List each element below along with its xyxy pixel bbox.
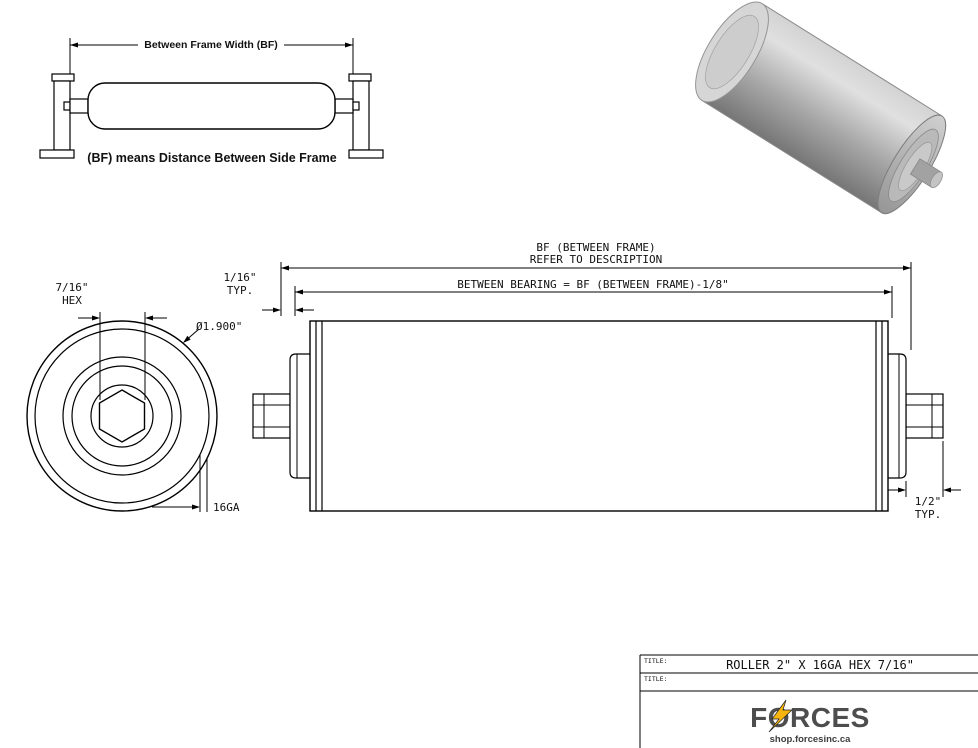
arrowhead (943, 487, 951, 493)
hex-size-label: 7/16" (55, 281, 88, 294)
frame-top-flange (51, 73, 75, 82)
tube-inner-circle (34, 328, 210, 504)
frame-web (352, 80, 370, 151)
arrowhead (884, 289, 892, 295)
arrowhead (295, 307, 303, 313)
frame-top-flange (348, 73, 372, 82)
bf-label-line1: BF (BETWEEN FRAME) (536, 241, 655, 254)
left-typ-callout: 1/16" TYP. (223, 271, 314, 313)
bearing-inner-circle (71, 365, 173, 467)
tube-outer-circle (26, 320, 218, 512)
frame-foot (348, 149, 384, 159)
roller-end-view: 7/16" HEX Ø1.900" 16GA (26, 281, 242, 514)
hex-dimension: 7/16" HEX (55, 281, 167, 400)
right-shaft (334, 98, 354, 114)
arrowhead (345, 42, 353, 48)
arrowhead (295, 289, 303, 295)
title-label-2: TITLE: (644, 675, 667, 683)
title-block: TITLE: TITLE: ROLLER 2" X 16GA HEX 7/16"… (639, 654, 978, 748)
tube-body (309, 320, 889, 512)
hex-word-label: HEX (62, 294, 82, 307)
left-shaft (69, 98, 89, 114)
arrowhead (273, 307, 281, 313)
arrowhead (70, 42, 78, 48)
left-shaft-tip (63, 101, 71, 111)
arrowhead (281, 265, 289, 271)
arrowhead (898, 487, 906, 493)
arrowhead (183, 335, 191, 343)
left-hex-shaft (252, 393, 291, 439)
right-side-frame (348, 73, 384, 159)
left-bearing-housing (289, 353, 310, 479)
left-typ-value: 1/16" (223, 271, 256, 284)
right-typ-word: TYP. (915, 508, 942, 521)
roller-side-view: BF (BETWEEN FRAME) REFER TO DESCRIPTION … (223, 241, 961, 521)
brand-website: shop.forcesinc.ca (770, 734, 851, 745)
brand-text: FORCES (750, 702, 870, 733)
frame-foot (39, 149, 75, 159)
inset-dimension-label: Between Frame Width (BF) (144, 39, 278, 51)
bf-label-line2: REFER TO DESCRIPTION (530, 253, 662, 266)
arrowhead (145, 315, 153, 321)
arrowhead (903, 265, 911, 271)
right-typ-value: 1/2" (915, 495, 942, 508)
lightning-bolt-icon (768, 699, 793, 733)
gauge-callout: 16GA (152, 455, 240, 514)
left-side-frame (39, 73, 75, 159)
forces-logo: FORCES (750, 699, 870, 733)
diameter-label: Ø1.900" (196, 320, 242, 333)
left-typ-word: TYP. (227, 284, 254, 297)
right-bearing-housing (888, 353, 907, 479)
arrowhead (192, 504, 200, 510)
arrowhead (92, 315, 100, 321)
render-shaft-end (929, 171, 943, 189)
roller-3d-render (695, 1, 947, 215)
bf-inset-diagram: Between Frame Width (BF) (BF) means Dist… (39, 38, 384, 165)
inset-caption: (BF) means Distance Between Side Frame (87, 151, 336, 165)
hex-bore (98, 389, 146, 443)
diameter-callout: Ø1.900" (183, 320, 242, 343)
title-label-1: TITLE: (644, 657, 667, 665)
drawing-title: ROLLER 2" X 16GA HEX 7/16" (726, 658, 914, 672)
right-shaft-tip (352, 101, 360, 111)
gauge-label: 16GA (213, 501, 240, 514)
bore-circle (90, 384, 154, 448)
between-bearing-dimension: BETWEEN BEARING = BF (BETWEEN FRAME)-1/8… (294, 278, 893, 318)
bf-dimension: BF (BETWEEN FRAME) REFER TO DESCRIPTION (280, 241, 912, 350)
render-near-end-ring (705, 14, 759, 90)
frame-web (53, 80, 71, 151)
bearing-outer-circle (62, 356, 182, 476)
right-hex-shaft (905, 393, 944, 439)
right-typ-callout: 1/2" TYP. (888, 441, 961, 521)
roller-body (87, 82, 336, 130)
between-bearing-label: BETWEEN BEARING = BF (BETWEEN FRAME)-1/8… (457, 278, 729, 291)
